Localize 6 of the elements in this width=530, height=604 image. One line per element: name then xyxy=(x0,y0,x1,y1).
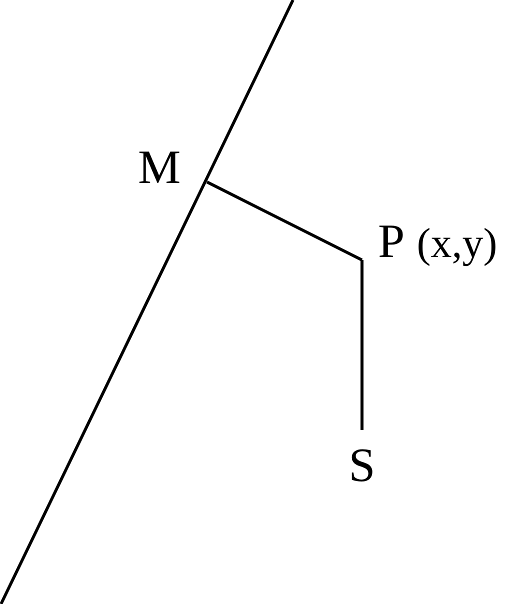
point-label: P xyxy=(378,215,405,268)
point-label: M xyxy=(138,141,181,194)
point-label: S xyxy=(348,439,376,492)
line-segment xyxy=(360,260,364,430)
coordinate-label: (x,y) xyxy=(416,221,498,267)
line-segment xyxy=(206,180,363,262)
